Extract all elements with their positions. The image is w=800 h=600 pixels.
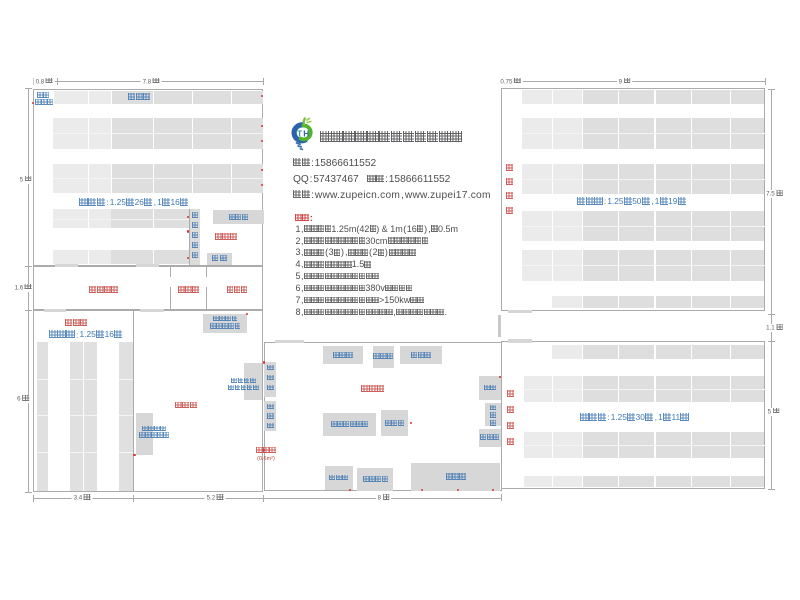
svg-text:T: T bbox=[297, 130, 302, 139]
svg-text:H: H bbox=[303, 130, 309, 139]
